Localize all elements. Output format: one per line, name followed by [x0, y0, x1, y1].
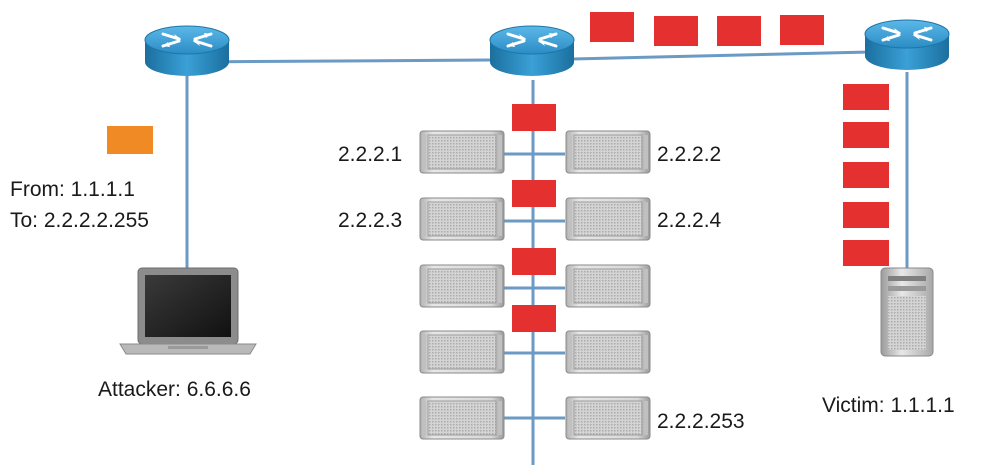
server-label-2: 2.2.2.2: [657, 143, 722, 166]
reply-packet: [843, 202, 889, 228]
server-tower-icon: [880, 267, 934, 357]
reply-packet: [843, 122, 889, 148]
server-icon: [419, 130, 505, 174]
router-icon: [143, 24, 231, 78]
spoofed-source-label: From: 1.1.1.1: [10, 178, 135, 201]
server-icon: [419, 197, 505, 241]
reply-packet: [512, 104, 556, 131]
victim-label: Victim: 1.1.1.1: [822, 394, 955, 417]
router-icon: [488, 24, 576, 78]
server-icon: [565, 130, 651, 174]
reply-packet: [717, 16, 761, 46]
reply-packets-victim: [843, 84, 889, 266]
server-icon: [565, 197, 651, 241]
reply-packet: [512, 180, 556, 207]
reply-packets-trunk: [512, 104, 556, 332]
server-icon: [419, 264, 505, 308]
reply-packet: [780, 15, 824, 45]
server-icon: [565, 264, 651, 308]
spoofed-destination-label: To: 2.2.2.2.255: [10, 209, 149, 232]
router-icon: [863, 18, 951, 72]
server-icon: [565, 396, 651, 440]
attacker-label: Attacker: 6.6.6.6: [98, 378, 251, 401]
link-router-left-center: [185, 58, 491, 64]
server-label-253: 2.2.2.253: [657, 410, 745, 433]
server-icon: [565, 330, 651, 374]
server-label-3: 2.2.2.3: [338, 209, 403, 232]
laptop-icon: [119, 267, 257, 355]
reply-packet: [512, 248, 556, 275]
reply-packet: [843, 162, 889, 188]
reply-packets-top: [590, 12, 824, 46]
reply-packet: [512, 305, 556, 332]
spoofed-packet: [107, 126, 153, 154]
server-label-4: 2.2.2.4: [657, 209, 722, 232]
link-router-center-right: [529, 50, 871, 62]
server-label-1: 2.2.2.1: [338, 143, 403, 166]
reply-packet: [654, 16, 698, 46]
server-icon: [419, 330, 505, 374]
server-icon: [419, 396, 505, 440]
reply-packet: [843, 84, 889, 110]
server-rack: [419, 130, 651, 440]
reply-packet: [590, 12, 634, 42]
reply-packet: [843, 240, 889, 266]
